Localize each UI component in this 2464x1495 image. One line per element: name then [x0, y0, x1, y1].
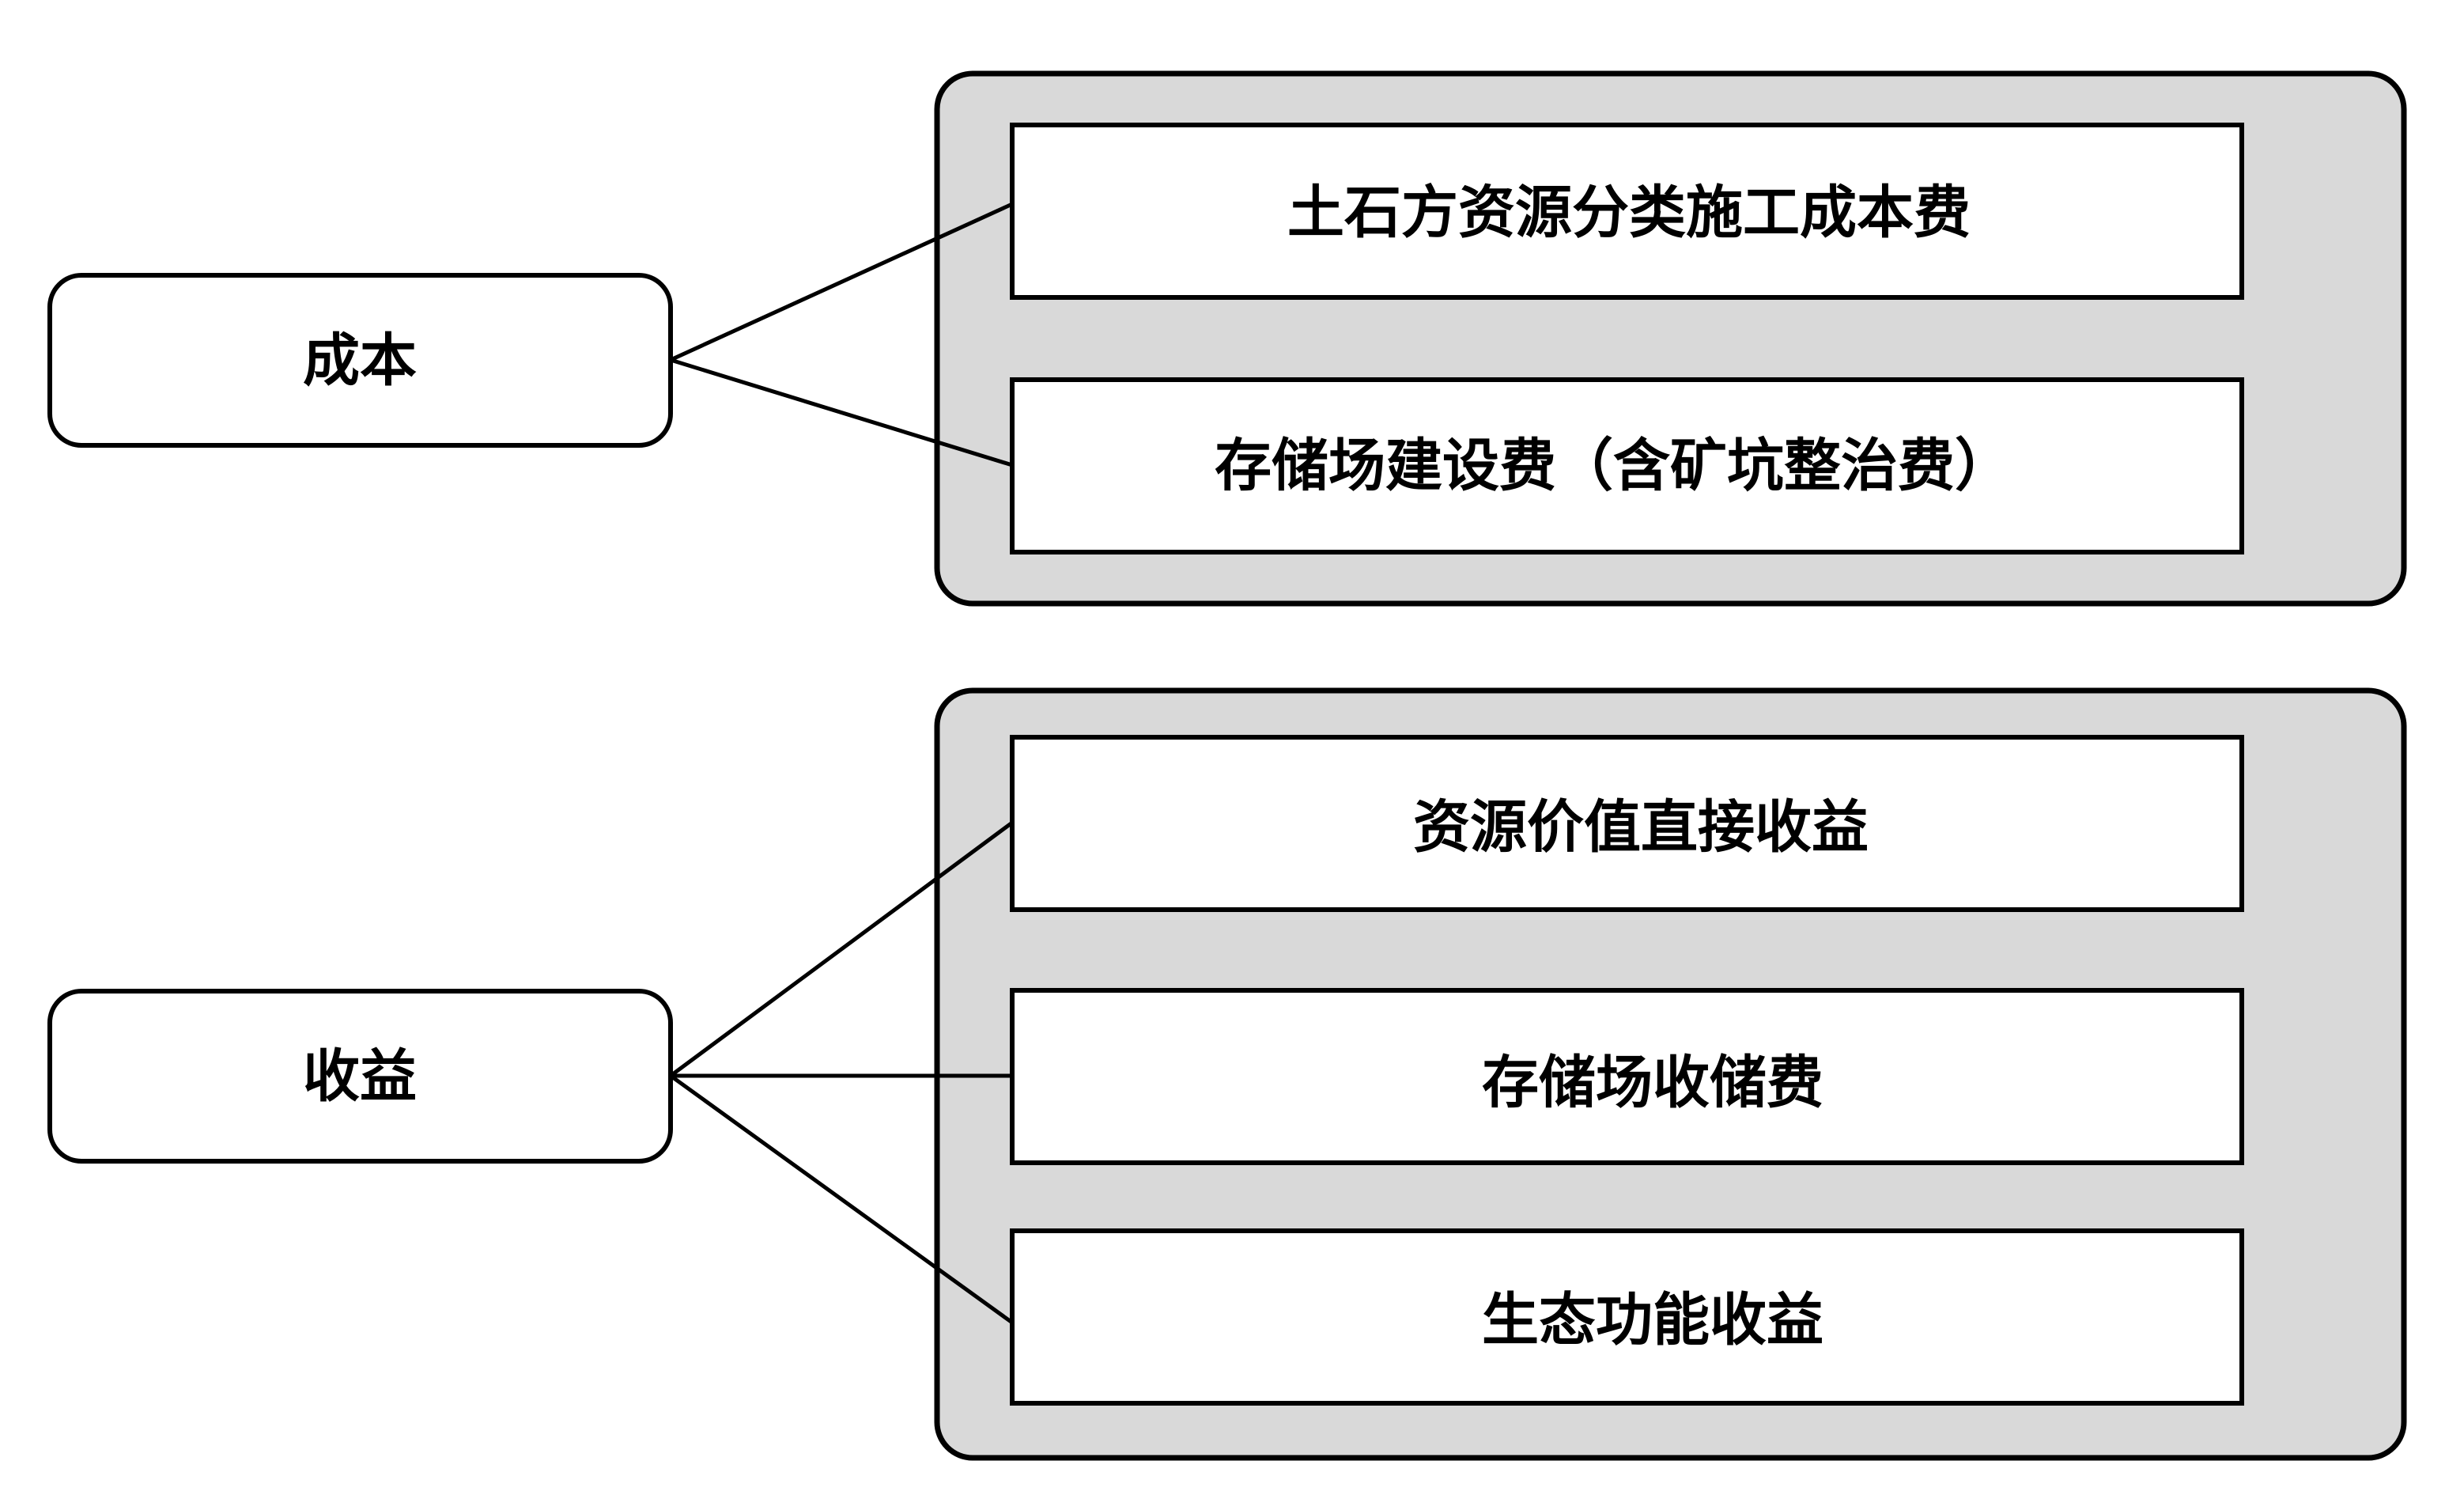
benefit-item-3: 生态功能收益 [1010, 1228, 2244, 1406]
cost-item-1: 土石方资源分类施工成本费 [1010, 123, 2244, 300]
cost-root-label: 成本 [303, 327, 417, 394]
benefit-root-node: 收益 [47, 989, 673, 1164]
cost-item-2-label: 存储场建设费（含矿坑整治费） [1215, 432, 2012, 499]
benefit-root-label: 收益 [303, 1043, 417, 1110]
benefit-item-2: 存储场收储费 [1010, 988, 2244, 1165]
cost-item-2: 存储场建设费（含矿坑整治费） [1010, 377, 2244, 554]
connector-cost-to-item-1 [669, 202, 1014, 362]
cost-item-1-label: 土石方资源分类施工成本费 [1287, 179, 1971, 246]
benefit-item-1-label: 资源价值直接收益 [1413, 793, 1869, 861]
connector-cost-to-item-2 [670, 358, 1013, 467]
connector-benefit-to-item-3 [669, 1073, 1014, 1325]
connector-benefit-to-item-1 [669, 820, 1014, 1078]
benefit-item-3-label: 生态功能收益 [1482, 1286, 1823, 1353]
benefit-item-2-label: 存储场收储费 [1482, 1049, 1823, 1116]
benefit-item-1: 资源价值直接收益 [1010, 735, 2244, 912]
cost-root-node: 成本 [47, 273, 673, 448]
